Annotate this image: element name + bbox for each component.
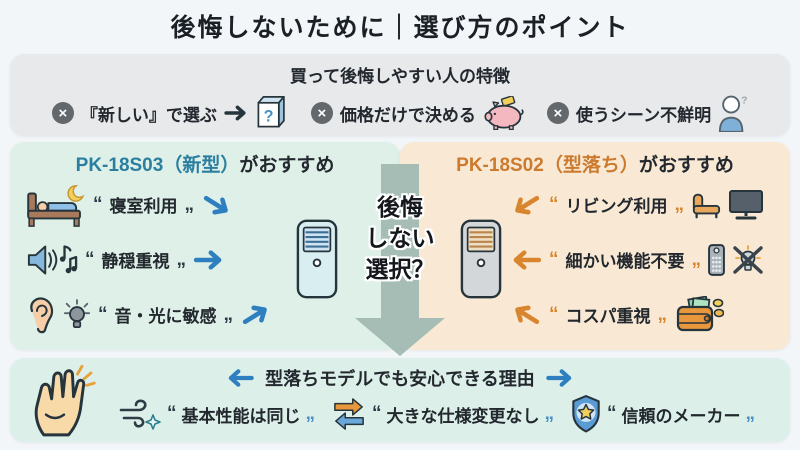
speaker-icon	[27, 244, 78, 274]
air-purifier-new-icon	[296, 219, 338, 299]
warning-item-label: 使うシーン不鮮明	[575, 105, 712, 125]
warning-item-label: 価格だけで決める	[339, 105, 476, 125]
mystery-box-icon: ?	[257, 96, 285, 128]
reason-item-no-change: “大きな仕様変更なし„	[331, 398, 554, 430]
svg-text:?: ?	[741, 96, 747, 107]
warning-section: 買って後悔しやすい人の特徴 × 『新しい』で選ぶ ? × 価格だけで決める	[10, 54, 790, 136]
warning-item-scene: × 使うシーン不鮮明 ?	[546, 94, 748, 132]
new-item-label: 静穏重視	[101, 252, 170, 271]
x-circle-icon: ×	[310, 102, 333, 124]
reasons-section: 型落ちモデルでも安心できる理由 “基本性能は同じ„	[10, 358, 790, 442]
wind-icon	[119, 399, 161, 430]
reason-label: 大きな仕様変更なし	[386, 406, 540, 426]
new-model-section: PK-18S03（新型）がおすすめ “寝室利用„	[10, 142, 400, 350]
swap-arrows-icon	[334, 398, 364, 430]
old-model-item-cospa: “コスパ重視„	[400, 287, 790, 342]
reason-label: 基本性能は同じ	[181, 406, 301, 426]
coins-icon	[712, 298, 724, 317]
reason-label: 信頼のメーカー	[621, 406, 741, 426]
x-circle-icon: ×	[546, 102, 569, 124]
old-item-label: リビング利用	[565, 197, 668, 216]
new-item-label: 寝室利用	[109, 197, 178, 216]
old-model-item-simple: “細かい機能不要„	[400, 232, 790, 287]
up-right-arrow-icon	[242, 305, 267, 324]
warning-items-row: × 『新しい』で選ぶ ? × 価格だけで決める	[10, 94, 790, 132]
moon-icon	[67, 184, 85, 202]
right-arrow-icon	[224, 105, 246, 121]
reasons-items-row: “基本性能は同じ„ “大きな仕様変更なし„ “信頼のメーカー„	[118, 395, 790, 433]
old-model-suffix: がおすすめ	[638, 155, 734, 176]
x-circle-icon: ×	[51, 102, 74, 124]
sofa-icon	[692, 193, 721, 218]
warning-item-new: × 『新しい』で選ぶ ?	[51, 94, 289, 132]
waving-hand-icon	[34, 364, 96, 437]
no-light-icon	[733, 244, 763, 274]
lightbulb-icon	[63, 298, 91, 328]
svg-text:?: ?	[264, 108, 274, 126]
down-arrow-head	[355, 318, 445, 356]
down-left-arrow-icon	[515, 195, 540, 214]
left-arrow-icon	[228, 369, 254, 387]
new-model-heading: PK-18S03（新型）がおすすめ	[10, 150, 400, 177]
remote-icon	[708, 243, 725, 276]
old-model-name: PK-18S02（型落ち）	[456, 155, 639, 176]
old-item-label: 細かい機能不要	[565, 252, 685, 271]
tv-icon	[729, 189, 763, 219]
shield-star-icon	[572, 395, 600, 433]
warning-item-price: × 価格だけで決める	[310, 96, 525, 130]
new-model-suffix: がおすすめ	[239, 155, 335, 176]
warning-item-label: 『新しい』で選ぶ	[80, 105, 217, 125]
down-arrow-shape	[381, 164, 419, 318]
right-arrow-icon	[193, 249, 222, 270]
old-model-heading: PK-18S02（型落ち）がおすすめ	[400, 150, 790, 177]
reasons-heading: 型落ちモデルでも安心できる理由	[10, 365, 790, 391]
ear-icon	[30, 296, 54, 333]
left-arrow-icon	[513, 249, 542, 270]
old-model-item-living: “リビング利用„	[400, 177, 790, 232]
old-item-label: コスパ重視	[565, 307, 651, 326]
new-model-item-sensitive: “音・光に敏感„	[10, 287, 400, 342]
right-arrow-icon	[546, 369, 572, 387]
new-item-label: 音・光に敏感	[114, 307, 217, 326]
new-model-item-bedroom: “寝室利用„	[10, 177, 400, 232]
old-model-section: PK-18S02（型落ち）がおすすめ “リビング利用„ “細かい機能不要„	[400, 142, 790, 350]
down-right-arrow-icon	[203, 195, 228, 214]
music-notes-icon	[59, 244, 78, 273]
reason-item-maker: “信頼のメーカー„	[570, 395, 755, 433]
air-purifier-old-icon	[460, 219, 502, 299]
center-question: 後悔 しない 選択？	[365, 194, 435, 282]
new-model-item-quiet: “静穏重視„	[10, 232, 400, 287]
warning-title: 買って後悔しやすい人の特徴	[290, 67, 510, 86]
new-model-name: PK-18S03（新型）	[75, 155, 240, 176]
piggy-bank-icon	[484, 96, 524, 130]
wallet-icon	[676, 295, 724, 331]
reason-item-performance: “基本性能は同じ„	[118, 397, 315, 431]
person-question-icon: ?	[719, 96, 747, 132]
page-title: 後悔しないために｜選び方のポイント	[170, 14, 630, 42]
bed-icon	[27, 184, 85, 227]
up-left-arrow-icon	[515, 305, 540, 324]
reasons-title: 型落ちモデルでも安心できる理由	[265, 369, 535, 389]
